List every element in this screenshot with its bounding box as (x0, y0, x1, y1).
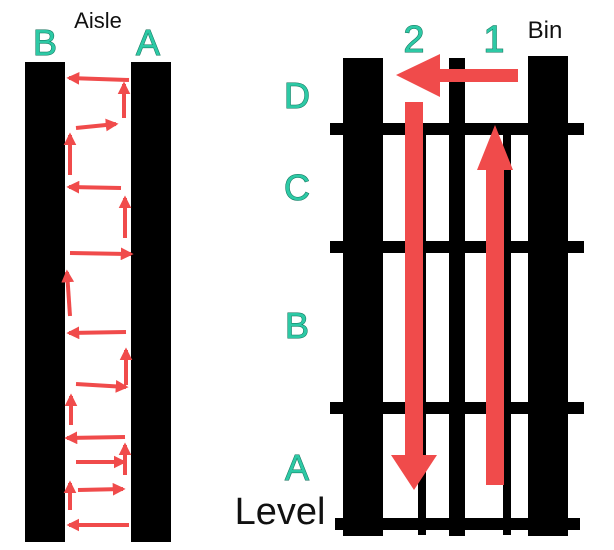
bin-label: Bin (528, 17, 563, 44)
bin-1-label: 1 (483, 19, 504, 61)
level-label-b: B (285, 305, 309, 346)
level-label-a: A (285, 447, 309, 488)
level-label-c: C (284, 167, 310, 208)
path-arrow (69, 247, 134, 261)
bin-path (391, 54, 518, 490)
rack-upright (343, 58, 383, 536)
path-arrow (75, 379, 129, 393)
rack-diagram: Bin 1 2 D C B A Level (235, 17, 584, 536)
left-arrow-top (396, 54, 518, 97)
level-label-d: D (284, 75, 310, 116)
rack-shelf (330, 123, 584, 135)
aisle-rack-b (25, 62, 65, 542)
rack-upright (503, 130, 511, 535)
rack-upright (449, 58, 465, 536)
down-arrow-bin-2 (391, 102, 437, 490)
path-arrow (77, 482, 126, 496)
aisle-diagram: Aisle B A (25, 8, 171, 542)
zigzag-path (61, 71, 134, 532)
bin-2-label: 2 (403, 19, 424, 61)
path-arrow (75, 118, 119, 132)
rack-shelf (330, 402, 584, 414)
side-a-label: A (136, 22, 160, 63)
up-arrow-bin-1 (477, 125, 513, 485)
side-b-label: B (33, 22, 57, 63)
path-arrow (66, 180, 122, 194)
path-arrow (61, 269, 75, 317)
path-arrow (66, 71, 130, 85)
path-arrow (66, 326, 127, 340)
rack-upright (528, 56, 568, 536)
rack-shelf (330, 241, 584, 253)
level-axis-label: Level (235, 491, 326, 533)
aisle-label: Aisle (74, 8, 122, 33)
path-arrow (64, 431, 126, 445)
rack-shelf (335, 518, 580, 530)
aisle-rack-a (131, 62, 171, 542)
